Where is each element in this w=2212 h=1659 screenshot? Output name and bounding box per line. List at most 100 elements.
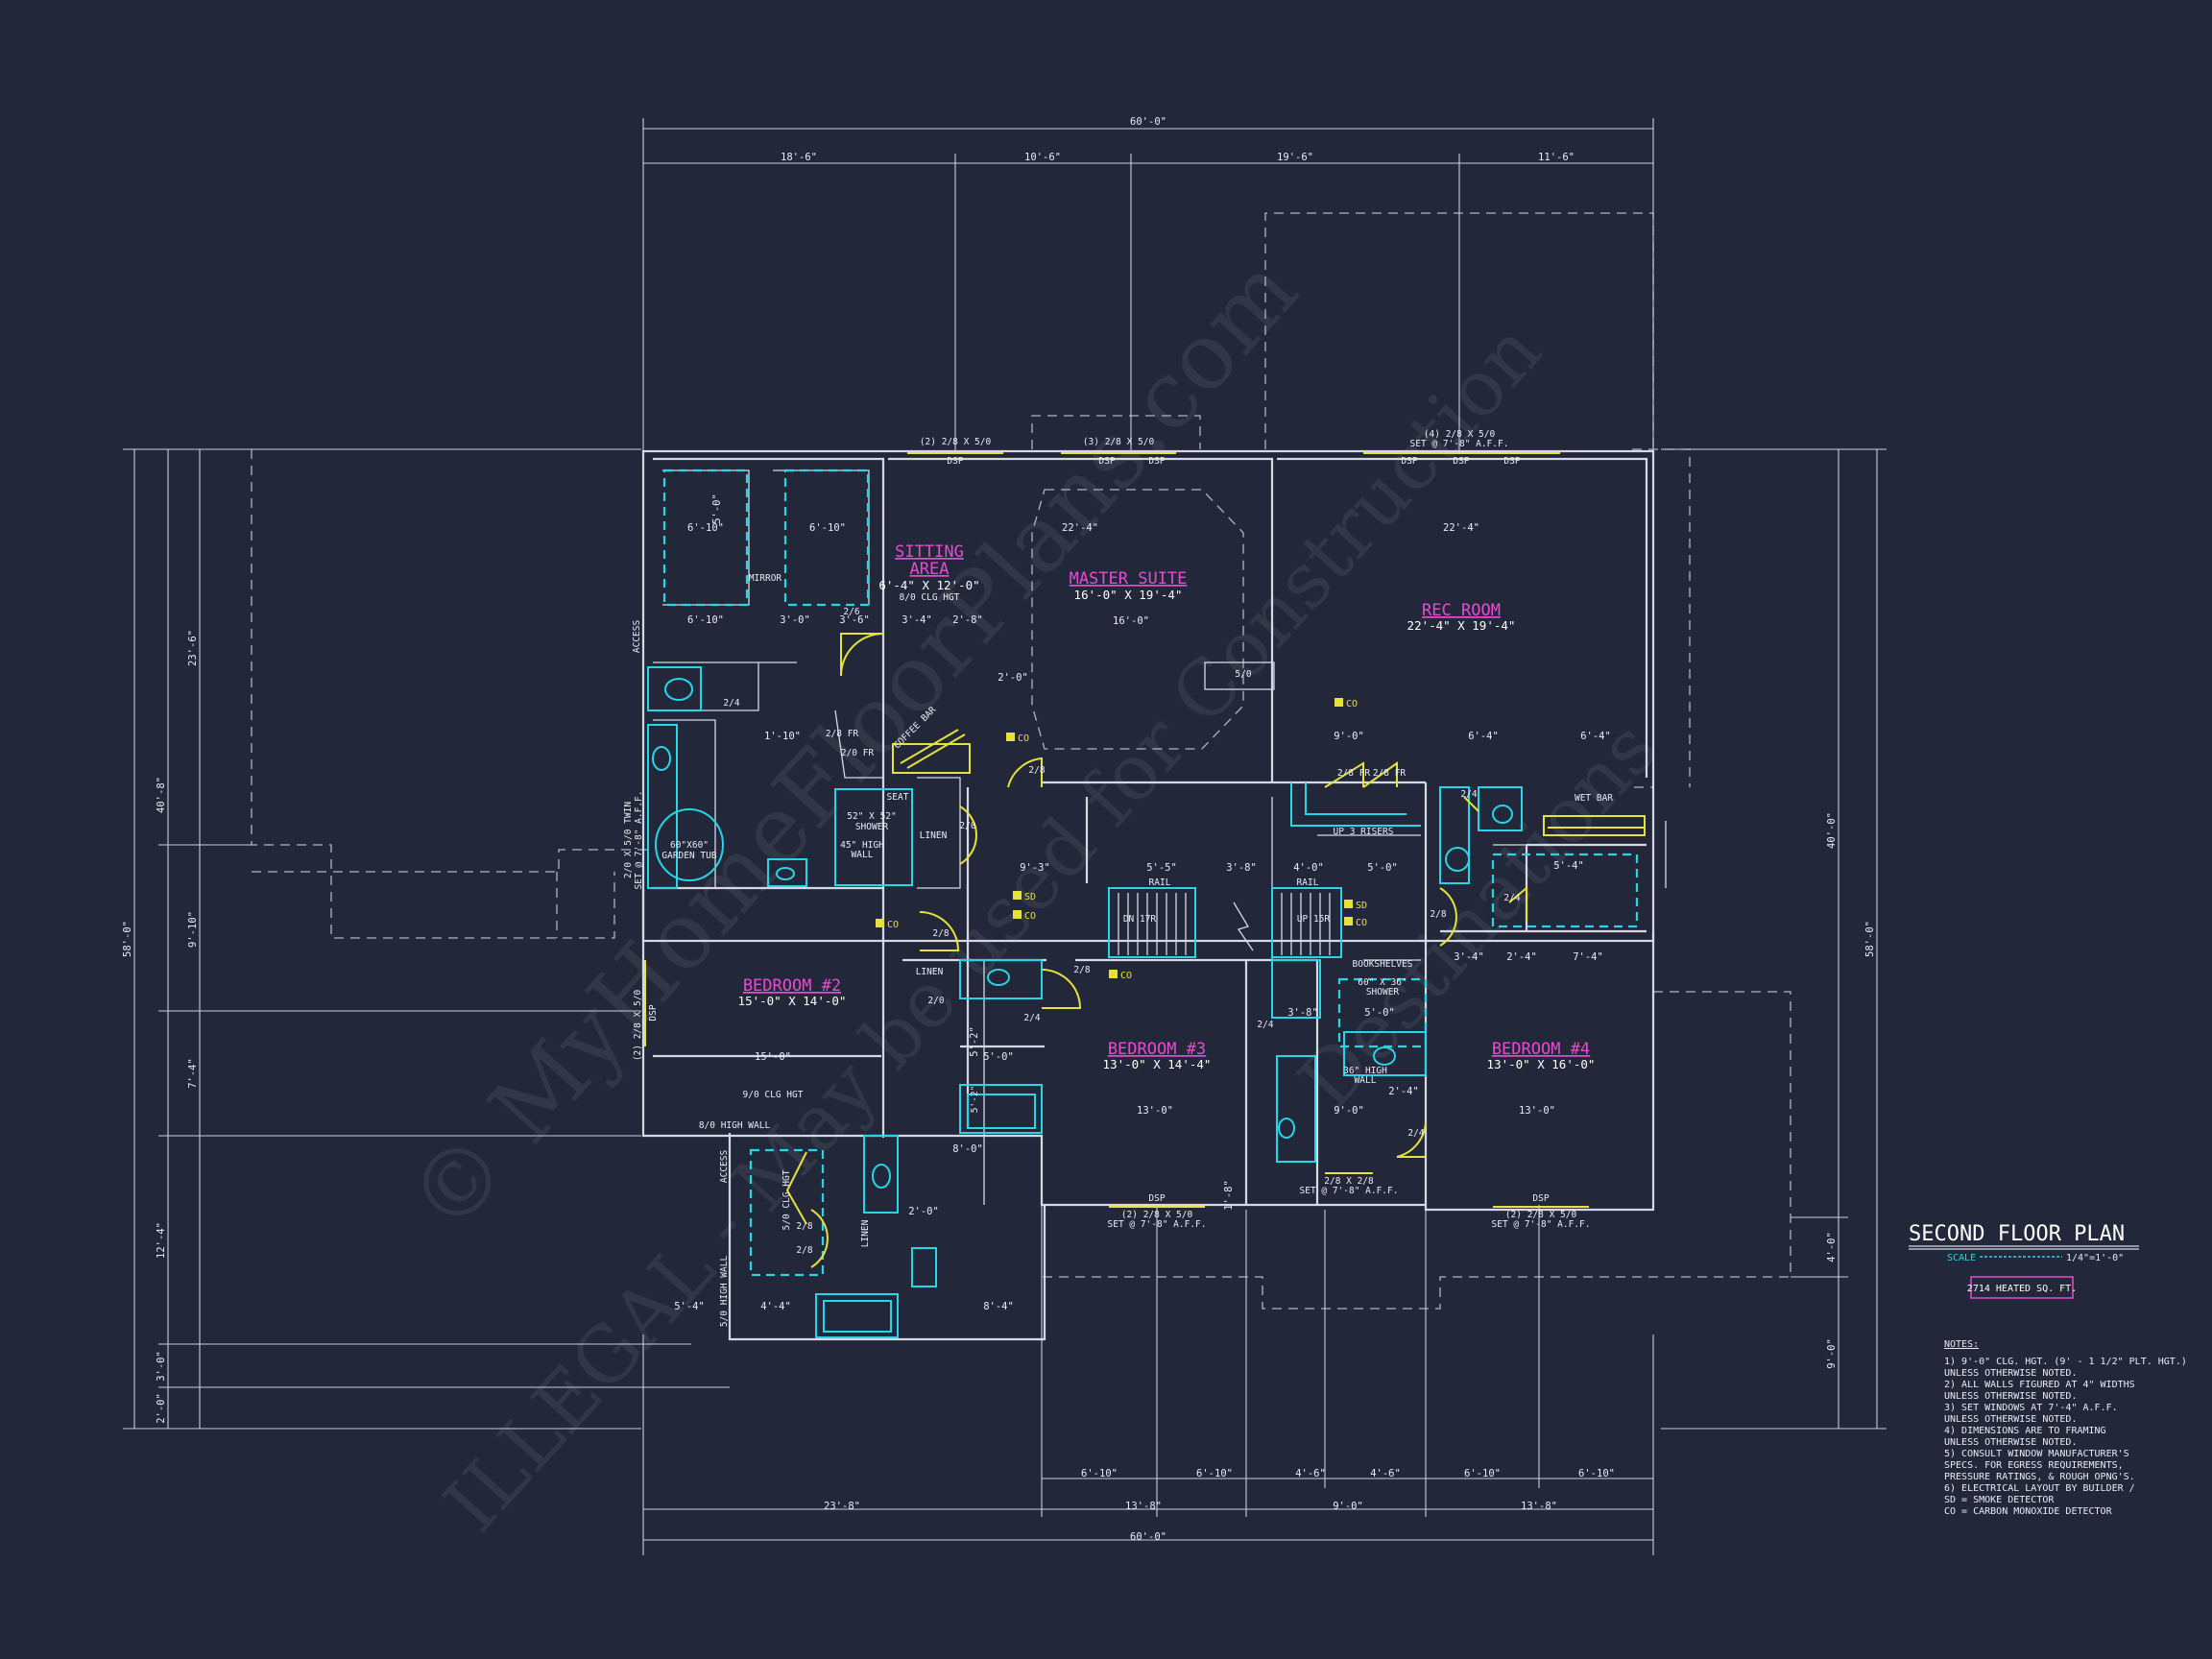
door-label: 2/6	[843, 607, 859, 617]
dsp-label: DSP	[1148, 1193, 1165, 1204]
co-label: CO	[1120, 971, 1132, 981]
high-wall-label-2: WALL	[852, 850, 874, 860]
dim-interior: 1'-8"	[1223, 1180, 1235, 1211]
room-name-master-suite: MASTER SUITE	[1070, 569, 1188, 589]
dsp-label: DSP	[1532, 1193, 1549, 1204]
dim-bottom-inner-5: 6'-10"	[1464, 1468, 1501, 1479]
access-label: ACCESS	[632, 620, 642, 654]
dsp-label: DSP	[648, 1004, 659, 1021]
note-line: PRESSURE RATINGS, & ROUGH OPNG'S.	[1944, 1472, 2135, 1482]
dim-interior: 1'-10"	[764, 731, 801, 742]
door-label: 2/8	[796, 1221, 812, 1232]
dim-bottom-2: 13'-8"	[1125, 1501, 1162, 1512]
fireplace	[1204, 661, 1275, 690]
dim-interior: 3'-4"	[1454, 951, 1484, 963]
dim-right-3: 9'-0"	[1826, 1338, 1838, 1369]
window-label: (2) 2/8 X 5/0	[1505, 1210, 1577, 1220]
window-label-2: SET @ 7'-8" A.F.F.	[1300, 1186, 1399, 1196]
dim-interior: 5'-5"	[1146, 862, 1177, 874]
annotations: MIRROR ACCESS ACCESS 60"X60" GARDEN TUB …	[623, 429, 1613, 1327]
dim-top-2: 10'-6"	[1024, 152, 1061, 163]
co-marker	[876, 919, 884, 927]
dsp-label: DSP	[1503, 456, 1520, 467]
access-label: ACCESS	[719, 1150, 730, 1184]
dim-interior: 2'-8"	[952, 614, 983, 626]
fixtures	[647, 469, 1644, 1338]
note-line: UNLESS OTHERWISE NOTED.	[1944, 1437, 2077, 1448]
scale-label: SCALE	[1947, 1253, 1976, 1263]
sd-label: SD	[1024, 892, 1036, 902]
seat-label: SEAT	[887, 792, 909, 803]
high-wall-label-2: WALL	[1355, 1075, 1377, 1086]
room-name-bedroom-3: BEDROOM #3	[1108, 1040, 1206, 1059]
dim-left-5: 3'-0"	[156, 1351, 167, 1382]
dim-bottom-inner-6: 6'-10"	[1578, 1468, 1615, 1479]
dim-interior: 22'-4"	[1443, 522, 1479, 534]
dim-interior: 7'-4"	[1573, 951, 1603, 963]
linen-label: LINEN	[860, 1219, 871, 1247]
door-label: 2/4	[723, 698, 739, 709]
door-label: 2/0 FR	[841, 748, 875, 758]
dim-interior: 5'-0"	[1364, 1007, 1395, 1019]
master-tray-ceiling	[1031, 489, 1244, 750]
dim-bottom-overall: 60'-0"	[1130, 1531, 1166, 1543]
ceiling-height-label: 5/0 CLG HGT	[781, 1169, 792, 1230]
sd-label: SD	[1356, 901, 1367, 911]
door-label: 2/8 FR	[1337, 768, 1371, 779]
twin-window-label: 2/0 X 5/0 TWIN	[623, 802, 634, 878]
doors-and-windows	[644, 452, 1646, 1268]
door-label: 2/4	[1257, 1020, 1273, 1030]
dim-interior: 9'-0"	[1334, 731, 1364, 742]
dim-bottom-inner-3: 4'-6"	[1295, 1468, 1326, 1479]
dim-bottom-inner-2: 6'-10"	[1196, 1468, 1233, 1479]
dim-bottom-inner-4: 4'-6"	[1370, 1468, 1401, 1479]
co-label: CO	[1346, 699, 1358, 709]
door-label: 2/8 FR	[1373, 768, 1407, 779]
title-block: SECOND FLOOR PLAN SCALE 1/4"=1'-0" 2714 …	[1909, 1222, 2139, 1299]
dim-interior: 5'-0"	[1367, 862, 1398, 874]
dim-interior: 8'-0"	[952, 1143, 983, 1155]
room-size-sitting-area: 6'-4" X 12'-0"	[878, 578, 979, 592]
co-label: CO	[1024, 911, 1036, 922]
twin-window-label-2: SET @ 7'-8" A.F.F.	[634, 791, 644, 890]
note-line: 3) SET WINDOWS AT 7'-4" A.F.F.	[1944, 1403, 2118, 1413]
sd-marker	[1344, 900, 1353, 908]
dim-interior: 2'-4"	[1388, 1086, 1419, 1097]
door-label: 2/8	[1028, 765, 1045, 776]
room-name-bedroom-2: BEDROOM #2	[743, 976, 841, 996]
high-wall-label: 5/0 HIGH WALL	[719, 1256, 730, 1328]
dim-interior: 9'-0"	[1334, 1105, 1364, 1117]
dim-bottom-1: 23'-8"	[824, 1501, 860, 1512]
rail-label: RAIL	[1297, 878, 1319, 888]
door-label: 5/0	[1235, 669, 1251, 680]
dim-left-overall: 58'-0"	[122, 921, 133, 957]
sd-marker	[1013, 891, 1022, 900]
co-label: CO	[1018, 733, 1029, 744]
dim-left-1: 23'-6"	[187, 630, 199, 666]
shower-label: 60" X 36"	[1358, 977, 1407, 988]
shower-label-2: SHOWER	[1366, 987, 1400, 998]
dim-interior: 3'-0"	[780, 614, 810, 626]
bookshelves-label: BOOKSHELVES	[1353, 959, 1413, 970]
dim-interior: 5'-0"	[711, 493, 723, 524]
dimension-lines	[123, 118, 1887, 1555]
dim-interior: 3'-6"	[839, 614, 870, 626]
dim-interior: 3'-8"	[1287, 1007, 1318, 1019]
window-label: (4) 2/8 X 5/0	[1424, 429, 1496, 440]
door-label: 2/8 FR	[826, 729, 859, 739]
dim-interior: 6'-10"	[687, 614, 724, 626]
window-label-2: SET @ 7'-8" A.F.F.	[1410, 439, 1509, 449]
room-size-bedroom-4: 13'-0" X 16'-0"	[1487, 1057, 1596, 1071]
note-line: UNLESS OTHERWISE NOTED.	[1944, 1414, 2077, 1425]
high-wall-label: 36" HIGH	[1343, 1066, 1387, 1076]
note-line: UNLESS OTHERWISE NOTED.	[1944, 1368, 2077, 1379]
dim-interior: 13'-0"	[1137, 1105, 1173, 1117]
dim-bottom-inner-1: 6'-10"	[1081, 1468, 1118, 1479]
dim-bottom-3: 9'-0"	[1333, 1501, 1363, 1512]
dim-interior: 4'-0"	[1293, 862, 1324, 874]
window-label: 2/8 X 2/8	[1324, 1176, 1374, 1187]
dim-left-4: 12'-4"	[156, 1222, 167, 1259]
dim-bottom-4: 13'-8"	[1521, 1501, 1557, 1512]
dim-interior: 5'-4"	[1553, 860, 1584, 872]
room-name-rec-room: REC ROOM	[1422, 601, 1501, 620]
